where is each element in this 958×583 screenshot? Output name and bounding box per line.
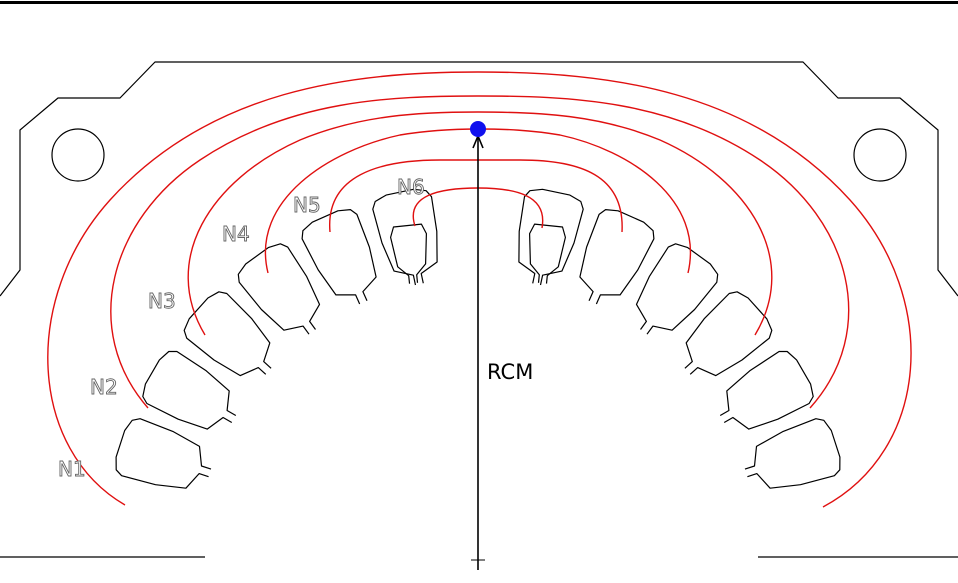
stator-slot xyxy=(115,418,212,489)
stator-slot-center-half xyxy=(390,223,427,284)
mounting-hole-left xyxy=(51,128,105,182)
coil-label-n4: N4 xyxy=(222,222,250,246)
coil-label-n1: N1 xyxy=(58,457,86,481)
windings xyxy=(47,71,912,508)
center-point xyxy=(470,121,486,137)
mounting-hole-right xyxy=(853,128,907,182)
stator-slot xyxy=(579,209,655,305)
winding-coil-2 xyxy=(110,95,850,409)
stator-slot xyxy=(183,291,272,377)
stator-outer-frame xyxy=(0,61,958,297)
stator-slot xyxy=(372,188,438,286)
stator-slot xyxy=(684,291,773,377)
coil-label-n2: N2 xyxy=(90,375,118,399)
stator-slot-center-half xyxy=(529,223,566,284)
coil-label-n5: N5 xyxy=(293,193,321,217)
stator-slot xyxy=(518,188,584,286)
stator-slot xyxy=(719,350,814,430)
rcm-label: RCM xyxy=(487,360,533,384)
stator-slot xyxy=(301,209,377,305)
stator-slots xyxy=(115,188,841,489)
stator-slot xyxy=(237,243,321,335)
stator-slot xyxy=(744,418,841,489)
stator-slot xyxy=(635,243,719,335)
winding-coil-5 xyxy=(329,159,623,233)
coil-label-n3: N3 xyxy=(148,289,176,313)
winding-coil-3 xyxy=(187,111,773,336)
stator-slot xyxy=(142,350,237,430)
winding-coil-1 xyxy=(47,71,912,508)
coil-label-n6: N6 xyxy=(397,175,425,199)
